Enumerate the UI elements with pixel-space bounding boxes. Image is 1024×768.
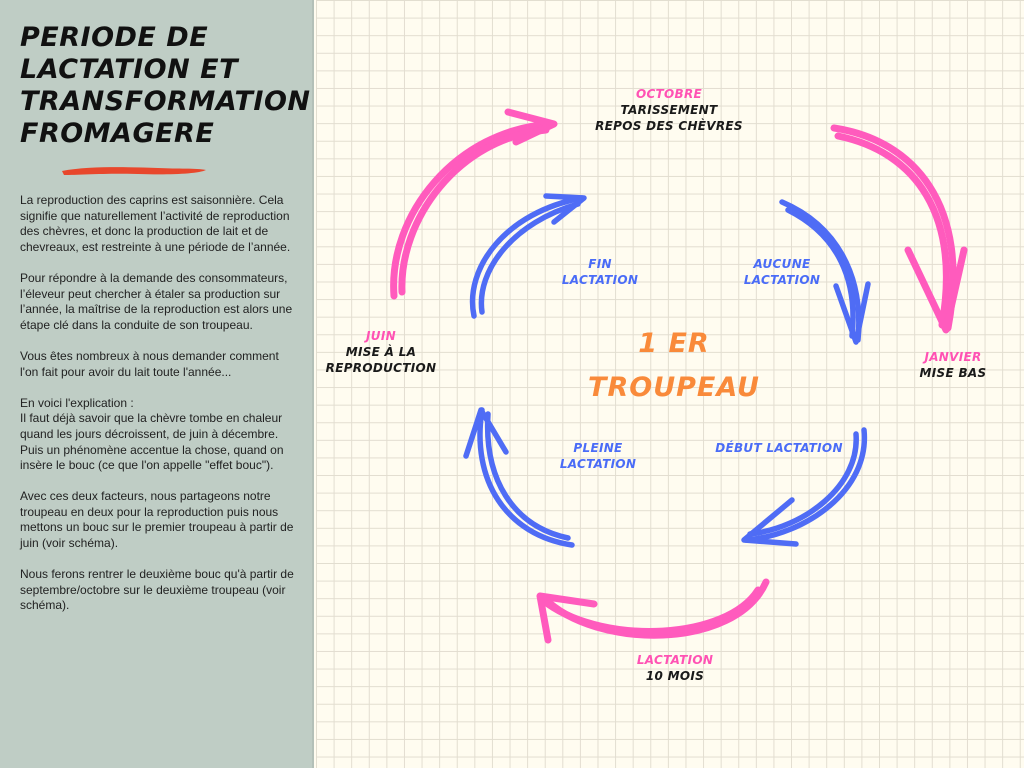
- cycle-arrows: [390, 108, 968, 644]
- inner-arrow-pleine-fin: [463, 407, 575, 548]
- label-pleine-lactation: PLEINE LACTATION: [560, 440, 636, 472]
- label-octobre: OCTOBRE TARISSEMENT REPOS DES CHÈVRES: [595, 86, 743, 134]
- outer-arrow-octobre-janvier: [830, 124, 968, 334]
- label-janvier: JANVIER MISE BAS: [920, 349, 987, 381]
- center-label-line1: 1 ER: [638, 328, 710, 359]
- paragraph: En voici l'explication : Il faut déjà sa…: [20, 395, 284, 473]
- page-title: PERIODE DE LACTATION ET TRANSFORMATION F…: [20, 22, 310, 150]
- stage-label: MISE À LA: [345, 345, 417, 359]
- stage-label: PLEINE: [573, 441, 623, 455]
- title-underline-brush: [62, 167, 206, 175]
- info-sidebar: PERIODE DE LACTATION ET TRANSFORMATION F…: [0, 0, 314, 768]
- label-juin: JUIN MISE À LA REPRODUCTION: [326, 328, 437, 376]
- stage-label: 10 MOIS: [645, 669, 705, 683]
- month-label: LACTATION: [636, 653, 714, 667]
- month-label: JUIN: [366, 329, 396, 343]
- inner-arrow-fin-aucune: [469, 193, 587, 319]
- title-line: FROMAGERE: [20, 118, 215, 149]
- paragraph: Vous êtes nombreux à nous demander comme…: [20, 348, 279, 379]
- outer-arrow-janvier-lactation: [536, 578, 770, 644]
- stage-label: TARISSEMENT: [620, 103, 718, 117]
- month-label: OCTOBRE: [635, 87, 703, 101]
- label-fin-lactation: FIN LACTATION: [562, 256, 638, 288]
- label-aucune-lactation: AUCUNE LACTATION: [744, 256, 820, 288]
- outer-arrow-juin-octobre: [390, 108, 558, 300]
- inner-arrow-aucune-debut: [779, 199, 871, 345]
- title-line: TRANSFORMATION: [20, 86, 311, 117]
- center-label-line2: TROUPEAU: [588, 372, 760, 403]
- stage-label: MISE BAS: [919, 366, 987, 380]
- label-debut-lactation: DÉBUT LACTATION: [715, 440, 843, 456]
- paragraph: Nous ferons rentrer le deuxième bouc qu'…: [20, 567, 294, 613]
- paragraph: La reproduction des caprins est saisonni…: [20, 193, 291, 254]
- stage-label: DÉBUT LACTATION: [715, 441, 843, 455]
- stage-label: REPOS DES CHÈVRES: [595, 119, 743, 133]
- stage-label: REPRODUCTION: [325, 361, 437, 375]
- label-lactation: LACTATION 10 MOIS: [637, 652, 713, 684]
- inner-arrow-debut-pleine: [741, 427, 868, 547]
- stage-label: LACTATION: [559, 457, 637, 471]
- paragraph: Pour répondre à la demande des consommat…: [20, 270, 293, 332]
- title-line: PERIODE DE: [20, 22, 209, 53]
- stage-label: FIN: [588, 257, 612, 271]
- cycle-diagram-canvas: OCTOBRE TARISSEMENT REPOS DES CHÈVRES JA…: [316, 0, 1024, 768]
- title-line: LACTATION ET: [20, 54, 238, 85]
- stage-label: LACTATION: [561, 273, 639, 287]
- stage-label: AUCUNE: [753, 257, 811, 271]
- month-label: JANVIER: [924, 350, 982, 364]
- stage-label: LACTATION: [743, 273, 821, 287]
- paragraph: Avec ces deux facteurs, nous partageons …: [20, 489, 294, 551]
- explanation-text: La reproduction des caprins est saisonni…: [20, 193, 298, 630]
